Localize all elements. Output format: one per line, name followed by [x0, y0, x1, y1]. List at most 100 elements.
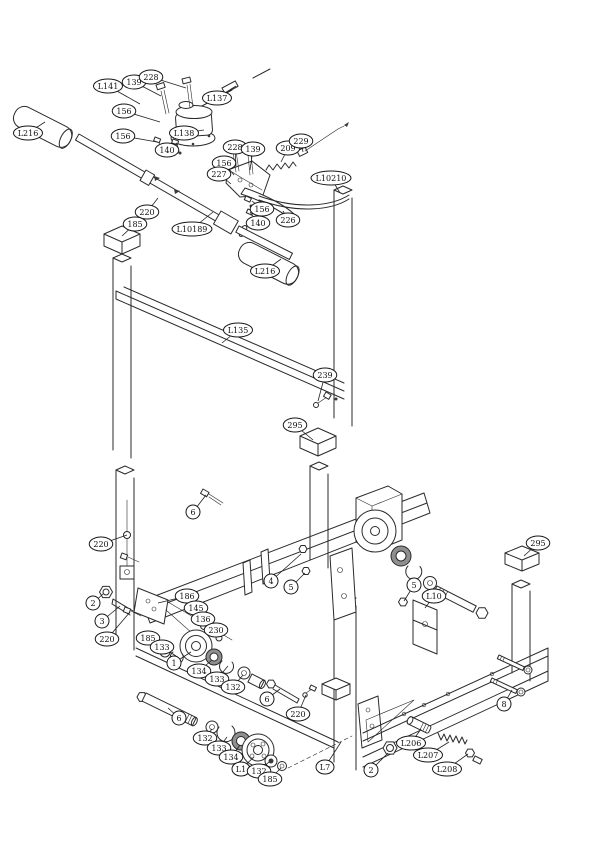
balloon-ellipse: [496, 696, 512, 712]
balloon-part-number: 228: [227, 143, 242, 152]
callout-balloon-l10189-21: L10189: [171, 221, 213, 237]
callout-balloon-230-33: 230: [203, 622, 229, 638]
right-roller-parts: [353, 485, 489, 655]
balloon-ellipse: [421, 588, 447, 604]
balloon-ellipse: [185, 504, 201, 520]
callout-balloon-156-6: 156: [110, 128, 136, 144]
callout-balloon-229-11: 229: [288, 133, 314, 149]
balloon-ellipse: [13, 125, 43, 141]
callout-balloon-185-60: 185: [257, 771, 283, 787]
balloon-ellipse: [94, 631, 120, 647]
balloon-ellipse: [169, 125, 199, 141]
balloon-ellipse: [288, 133, 314, 149]
balloon-ellipse: [432, 761, 462, 777]
callout-balloon-186-30: 186: [174, 588, 200, 604]
balloon-part-number: 209: [280, 144, 295, 153]
balloon-part-number: 185: [262, 775, 277, 784]
balloon-ellipse: [220, 679, 246, 695]
balloon-ellipse: [250, 263, 280, 279]
balloon-part-number: 5: [288, 583, 293, 592]
balloon-ellipse: [312, 367, 338, 383]
callout-balloon-156-15: 156: [249, 201, 275, 217]
callout-balloon-133-35: 133: [149, 639, 175, 655]
balloon-ellipse: [263, 573, 279, 589]
balloon-part-number: L7: [320, 763, 330, 772]
callout-balloon-140-16: 140: [245, 215, 271, 231]
callout-balloon-227-13: 227: [206, 166, 232, 182]
balloon-part-number: L135: [228, 326, 249, 335]
balloon-part-number: 229: [293, 137, 308, 146]
balloon-part-number: 220: [139, 208, 154, 217]
balloon-ellipse: [192, 730, 218, 746]
callout-balloon-134-37: 134: [186, 663, 212, 679]
callout-balloon-228-8: 228: [222, 139, 248, 155]
balloon-part-number: 230: [208, 626, 223, 635]
balloon-ellipse: [204, 671, 230, 687]
callout-balloon-134-57: 134: [218, 749, 244, 765]
callout-leaders: [27, 76, 539, 780]
callout-balloon-132-55: 132: [192, 730, 218, 746]
balloon-part-number: 132: [251, 767, 266, 776]
callout-balloon-l137-3: L137: [202, 90, 232, 106]
balloon-ellipse: [134, 204, 160, 220]
balloon-part-number: 185: [140, 634, 155, 643]
balloon-ellipse: [240, 141, 266, 157]
balloon-part-number: L10189: [177, 225, 208, 234]
balloon-ellipse: [406, 577, 422, 593]
balloon-part-number: 185: [127, 220, 142, 229]
balloon-part-number: L1: [236, 765, 246, 774]
callout-balloon-6-54: 6: [171, 710, 187, 726]
balloon-part-number: 6: [264, 695, 269, 704]
balloon-part-number: 2: [368, 766, 373, 775]
balloon-ellipse: [93, 78, 123, 94]
callout-balloon-6-40: 6: [259, 691, 275, 707]
callout-balloon-220-26: 220: [88, 536, 114, 552]
balloon-part-number: 1: [171, 659, 176, 668]
base-frame: [115, 465, 549, 771]
balloon-ellipse: [257, 771, 283, 787]
balloon-part-number: 132: [225, 683, 240, 692]
callout-balloon-l206-51: L206: [396, 735, 426, 751]
callout-balloon-295-47: 295: [525, 535, 551, 551]
callout-balloon-226-17: 226: [275, 212, 301, 228]
balloon-part-number: 156: [116, 107, 131, 116]
balloon-ellipse: [154, 142, 180, 158]
balloon-part-number: 6: [190, 508, 195, 517]
callout-balloon-140-7: 140: [154, 142, 180, 158]
balloon-ellipse: [85, 595, 101, 611]
balloon-ellipse: [396, 735, 426, 751]
balloon-part-number: L207: [418, 751, 439, 760]
balloon-part-number: 156: [216, 159, 231, 168]
bottom-right-hardware: [382, 654, 533, 765]
balloon-ellipse: [203, 622, 229, 638]
balloon-part-number: 140: [159, 146, 174, 155]
callout-balloon-2-50: 2: [363, 762, 379, 778]
balloon-part-number: 8: [501, 700, 506, 709]
balloon-ellipse: [138, 69, 164, 85]
balloon-part-number: 226: [280, 216, 295, 225]
balloon-part-number: L216: [18, 129, 39, 138]
balloon-part-number: 6: [176, 714, 181, 723]
callout-balloon-295-25: 295: [282, 417, 308, 433]
callout-balloon-5-44: 5: [283, 579, 299, 595]
callout-balloon-l10-46: L10: [421, 588, 447, 604]
callout-balloon-l208-53: L208: [432, 761, 462, 777]
callout-balloon-2-27: 2: [85, 595, 101, 611]
callout-balloon-l207-52: L207: [413, 747, 443, 763]
balloon-ellipse: [166, 655, 182, 671]
callout-balloon-l1-58: L1: [231, 761, 251, 777]
balloon-part-number: 133: [209, 675, 224, 684]
balloon-ellipse: [171, 221, 213, 237]
callout-balloon-3-28: 3: [94, 613, 110, 629]
balloon-part-number: L206: [401, 739, 422, 748]
callout-balloon-6-42: 6: [185, 504, 201, 520]
callout-balloon-l141-0: L141: [93, 78, 123, 94]
balloon-part-number: 139: [126, 78, 141, 87]
callout-balloon-l216-18: L216: [13, 125, 43, 141]
balloon-ellipse: [413, 747, 443, 763]
callout-balloon-132-39: 132: [220, 679, 246, 695]
balloon-part-number: L216: [255, 267, 276, 276]
callout-balloon-239-24: 239: [312, 367, 338, 383]
callout-balloon-133-38: 133: [204, 671, 230, 687]
